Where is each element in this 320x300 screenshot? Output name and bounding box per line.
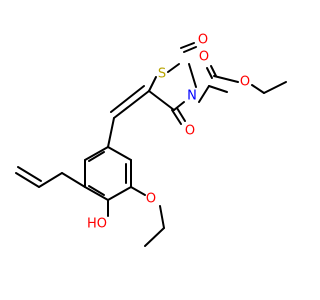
bond-allyl-ch2-ch (38, 172, 63, 188)
bond-ring-c1-c2 (107, 146, 132, 161)
atom-label-o: O (185, 124, 195, 139)
atom-label-ho: HO (87, 217, 107, 232)
bond-ring-inner-c (88, 151, 105, 162)
bond-ethyl (263, 81, 287, 94)
bond-ring-allyl-ch2 (61, 172, 86, 188)
bond-ring-c6-c1 (84, 146, 109, 161)
bond-c2-o-double-a (180, 42, 195, 49)
bond-ester-o-double-b (210, 65, 217, 77)
bond-c4-o-double-b (176, 107, 186, 122)
bond-ester-o-double-a (206, 67, 213, 79)
bond-c4-o-double-a (171, 109, 182, 125)
bond-n-ch2 (198, 85, 210, 103)
bond-o-ethyl (251, 84, 265, 94)
bond-lines (15, 42, 287, 247)
bond-s-c2 (167, 63, 180, 73)
atom-label-o: O (199, 50, 209, 65)
bond-ch2-cester (208, 85, 228, 93)
atom-label-s: S (158, 67, 166, 82)
bond-c2-o-double-b (183, 46, 197, 53)
bond-c4-c5 (148, 90, 175, 111)
atom-label-o: O (146, 192, 156, 207)
bond-c2-n (188, 63, 197, 88)
atom-label-o: O (240, 75, 250, 90)
bond-ethoxy-ch3 (144, 227, 165, 247)
bond-ring-o-ethoxy (130, 186, 146, 196)
bond-allyl-ch-ch2-double-a (15, 172, 40, 188)
bond-n-c4 (173, 101, 185, 111)
bond-ring-c3-c4 (107, 186, 132, 201)
bond-c5-s (148, 76, 157, 92)
bond-ring-inner-b (88, 185, 105, 196)
bond-c5-ch-double-b (110, 85, 145, 113)
atom-label-n: N (187, 89, 197, 104)
atom-label-o: O (198, 33, 208, 48)
bond-ring-c4-c5 (84, 186, 109, 201)
bond-o-ethoxy-ch2 (159, 205, 165, 229)
bond-cester-o (213, 75, 239, 83)
bond-ch-ring (107, 117, 115, 148)
bond-allyl-ch-ch2-double-b (17, 166, 42, 182)
bond-c5-ch-double-a (113, 90, 150, 119)
